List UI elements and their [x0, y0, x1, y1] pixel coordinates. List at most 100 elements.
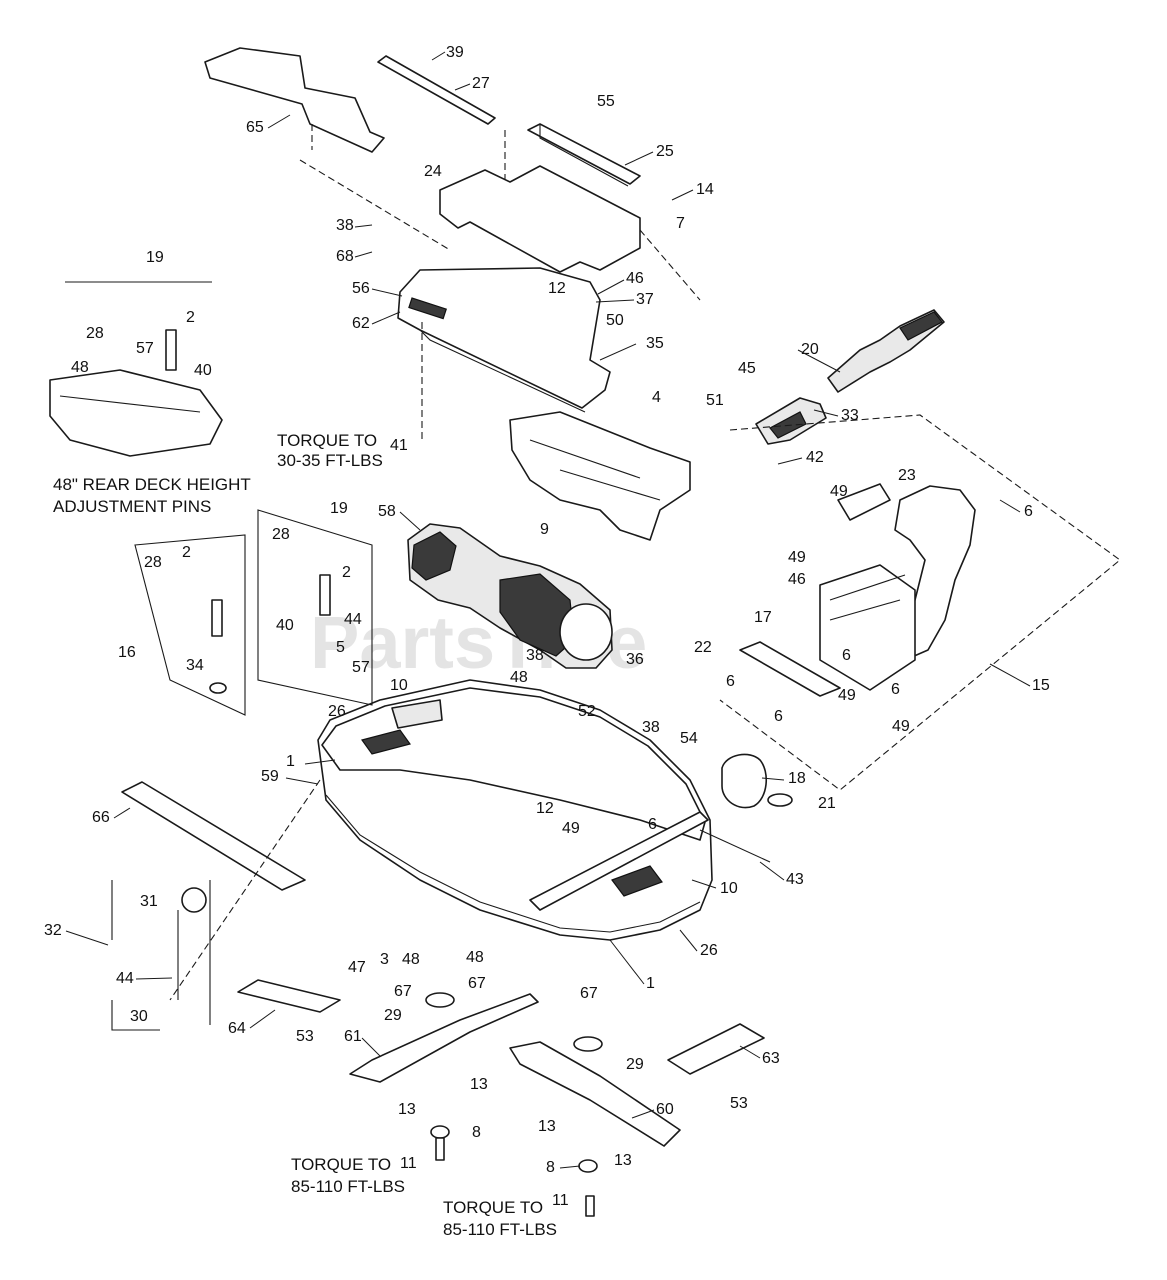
part-17-lines: [829, 574, 906, 621]
part-56-edge: [419, 329, 586, 413]
callout-26b: 26: [700, 942, 718, 959]
part-20-yoke: [899, 311, 943, 341]
part-21-axle: [767, 793, 793, 807]
callout-27: 27: [472, 75, 490, 92]
callout-64: 64: [228, 1020, 246, 1037]
callout-28b: 28: [272, 526, 290, 543]
part-8b-washer: [578, 1159, 598, 1173]
callout-55: 55: [597, 93, 615, 110]
inset-16-spring: [211, 599, 223, 637]
callout-3: 3: [380, 951, 389, 968]
part-18-wheel: [721, 753, 767, 809]
callout-17: 17: [754, 609, 772, 626]
callout-13b: 13: [398, 1101, 416, 1118]
callout-68: 68: [336, 248, 354, 265]
callout-29b: 29: [626, 1056, 644, 1073]
callout-49d: 49: [892, 718, 910, 735]
callout-9: 9: [540, 521, 549, 538]
callout-44b: 44: [116, 970, 134, 987]
callout-24: 24: [424, 163, 442, 180]
callout-58: 58: [378, 503, 396, 520]
callout-37: 37: [636, 291, 654, 308]
callout-10b: 10: [720, 880, 738, 897]
callout-40a: 40: [194, 362, 212, 379]
callout-25: 25: [656, 143, 674, 160]
part-63-blade: [667, 1023, 765, 1075]
callout-11b: 11: [552, 1192, 569, 1209]
callout-36: 36: [626, 651, 644, 668]
callout-57b: 57: [352, 659, 370, 676]
part-64-blade: [237, 979, 341, 1013]
callout-51: 51: [706, 392, 724, 409]
part-31-eye: [181, 887, 207, 913]
callout-52: 52: [578, 703, 596, 720]
part-11b-bolt: [585, 1195, 595, 1217]
callout-8b: 8: [546, 1159, 555, 1176]
part-59-deck-top: [321, 687, 706, 841]
callout-6a: 6: [1024, 503, 1033, 520]
callout-63: 63: [762, 1050, 780, 1067]
callout-49b: 49: [788, 549, 806, 566]
callout-6e: 6: [774, 708, 783, 725]
note-torque-85-110-a-line1: TORQUE TO: [291, 1155, 391, 1174]
callout-13c: 13: [538, 1118, 556, 1135]
callout-28a: 28: [86, 325, 104, 342]
callout-31: 31: [140, 893, 158, 910]
callout-19a: 19: [146, 249, 164, 266]
callout-38a: 38: [336, 217, 354, 234]
inset-32-bracket: [111, 880, 160, 1031]
callout-43: 43: [786, 871, 804, 888]
callout-2b: 2: [182, 544, 191, 561]
note-rear-pins-line1: 48" REAR DECK HEIGHT: [53, 475, 251, 494]
callout-18: 18: [788, 770, 806, 787]
part-8a-washer: [430, 1125, 450, 1139]
callout-6b: 6: [842, 647, 851, 664]
callout-1a: 1: [286, 753, 295, 770]
note-rear-pins-line2: ADJUSTMENT PINS: [53, 497, 211, 516]
callout-54: 54: [680, 730, 698, 747]
dash-24b: [639, 229, 701, 301]
callout-16: 16: [118, 644, 136, 661]
callout-49a: 49: [830, 483, 848, 500]
part-26-decal-left: [361, 729, 411, 755]
callout-1b: 1: [646, 975, 655, 992]
callout-62: 62: [352, 315, 370, 332]
callout-28c: 28: [144, 554, 162, 571]
callout-48c: 48: [402, 951, 420, 968]
note-torque-85-110-b-line2: 85-110 FT-LBS: [443, 1220, 557, 1239]
part-66-blade: [121, 781, 306, 891]
callout-6f: 6: [648, 816, 657, 833]
callout-26a: 26: [328, 703, 346, 720]
part-22-bar: [739, 641, 841, 697]
callout-46b: 46: [788, 571, 806, 588]
callout-42: 42: [806, 449, 824, 466]
callout-29a: 29: [384, 1007, 402, 1024]
part-56-cover: [397, 267, 611, 409]
leader-lines: [65, 51, 1031, 1169]
callout-30: 30: [130, 1008, 148, 1025]
part-11a-bolt: [435, 1137, 445, 1161]
callout-48a: 48: [71, 359, 89, 376]
frame-bracket: [509, 411, 691, 541]
note-torque-85-110-b-line1: TORQUE TO: [443, 1198, 543, 1217]
callout-23: 23: [898, 467, 916, 484]
callout-13d: 13: [614, 1152, 632, 1169]
inset-16-box: [134, 534, 246, 716]
inset-19-edge: [59, 395, 201, 413]
note-torque-30-35-line2: 30-35 FT-LBS: [277, 451, 383, 470]
callout-40b: 40: [276, 617, 294, 634]
callout-15: 15: [1032, 677, 1050, 694]
callout-13a: 13: [470, 1076, 488, 1093]
callout-67b: 67: [468, 975, 486, 992]
part-24-plate: [439, 165, 641, 273]
note-torque-30-35-line1: TORQUE TO: [277, 431, 377, 450]
note-torque-85-110-a-line2: 85-110 FT-LBS: [291, 1177, 405, 1196]
callout-5: 5: [336, 639, 345, 656]
callout-14: 14: [696, 181, 714, 198]
callout-38b: 38: [526, 647, 544, 664]
callout-53b: 53: [730, 1095, 748, 1112]
part-43-rear-bar: [529, 811, 709, 911]
callout-6d: 6: [891, 681, 900, 698]
callout-12a: 12: [548, 280, 566, 297]
